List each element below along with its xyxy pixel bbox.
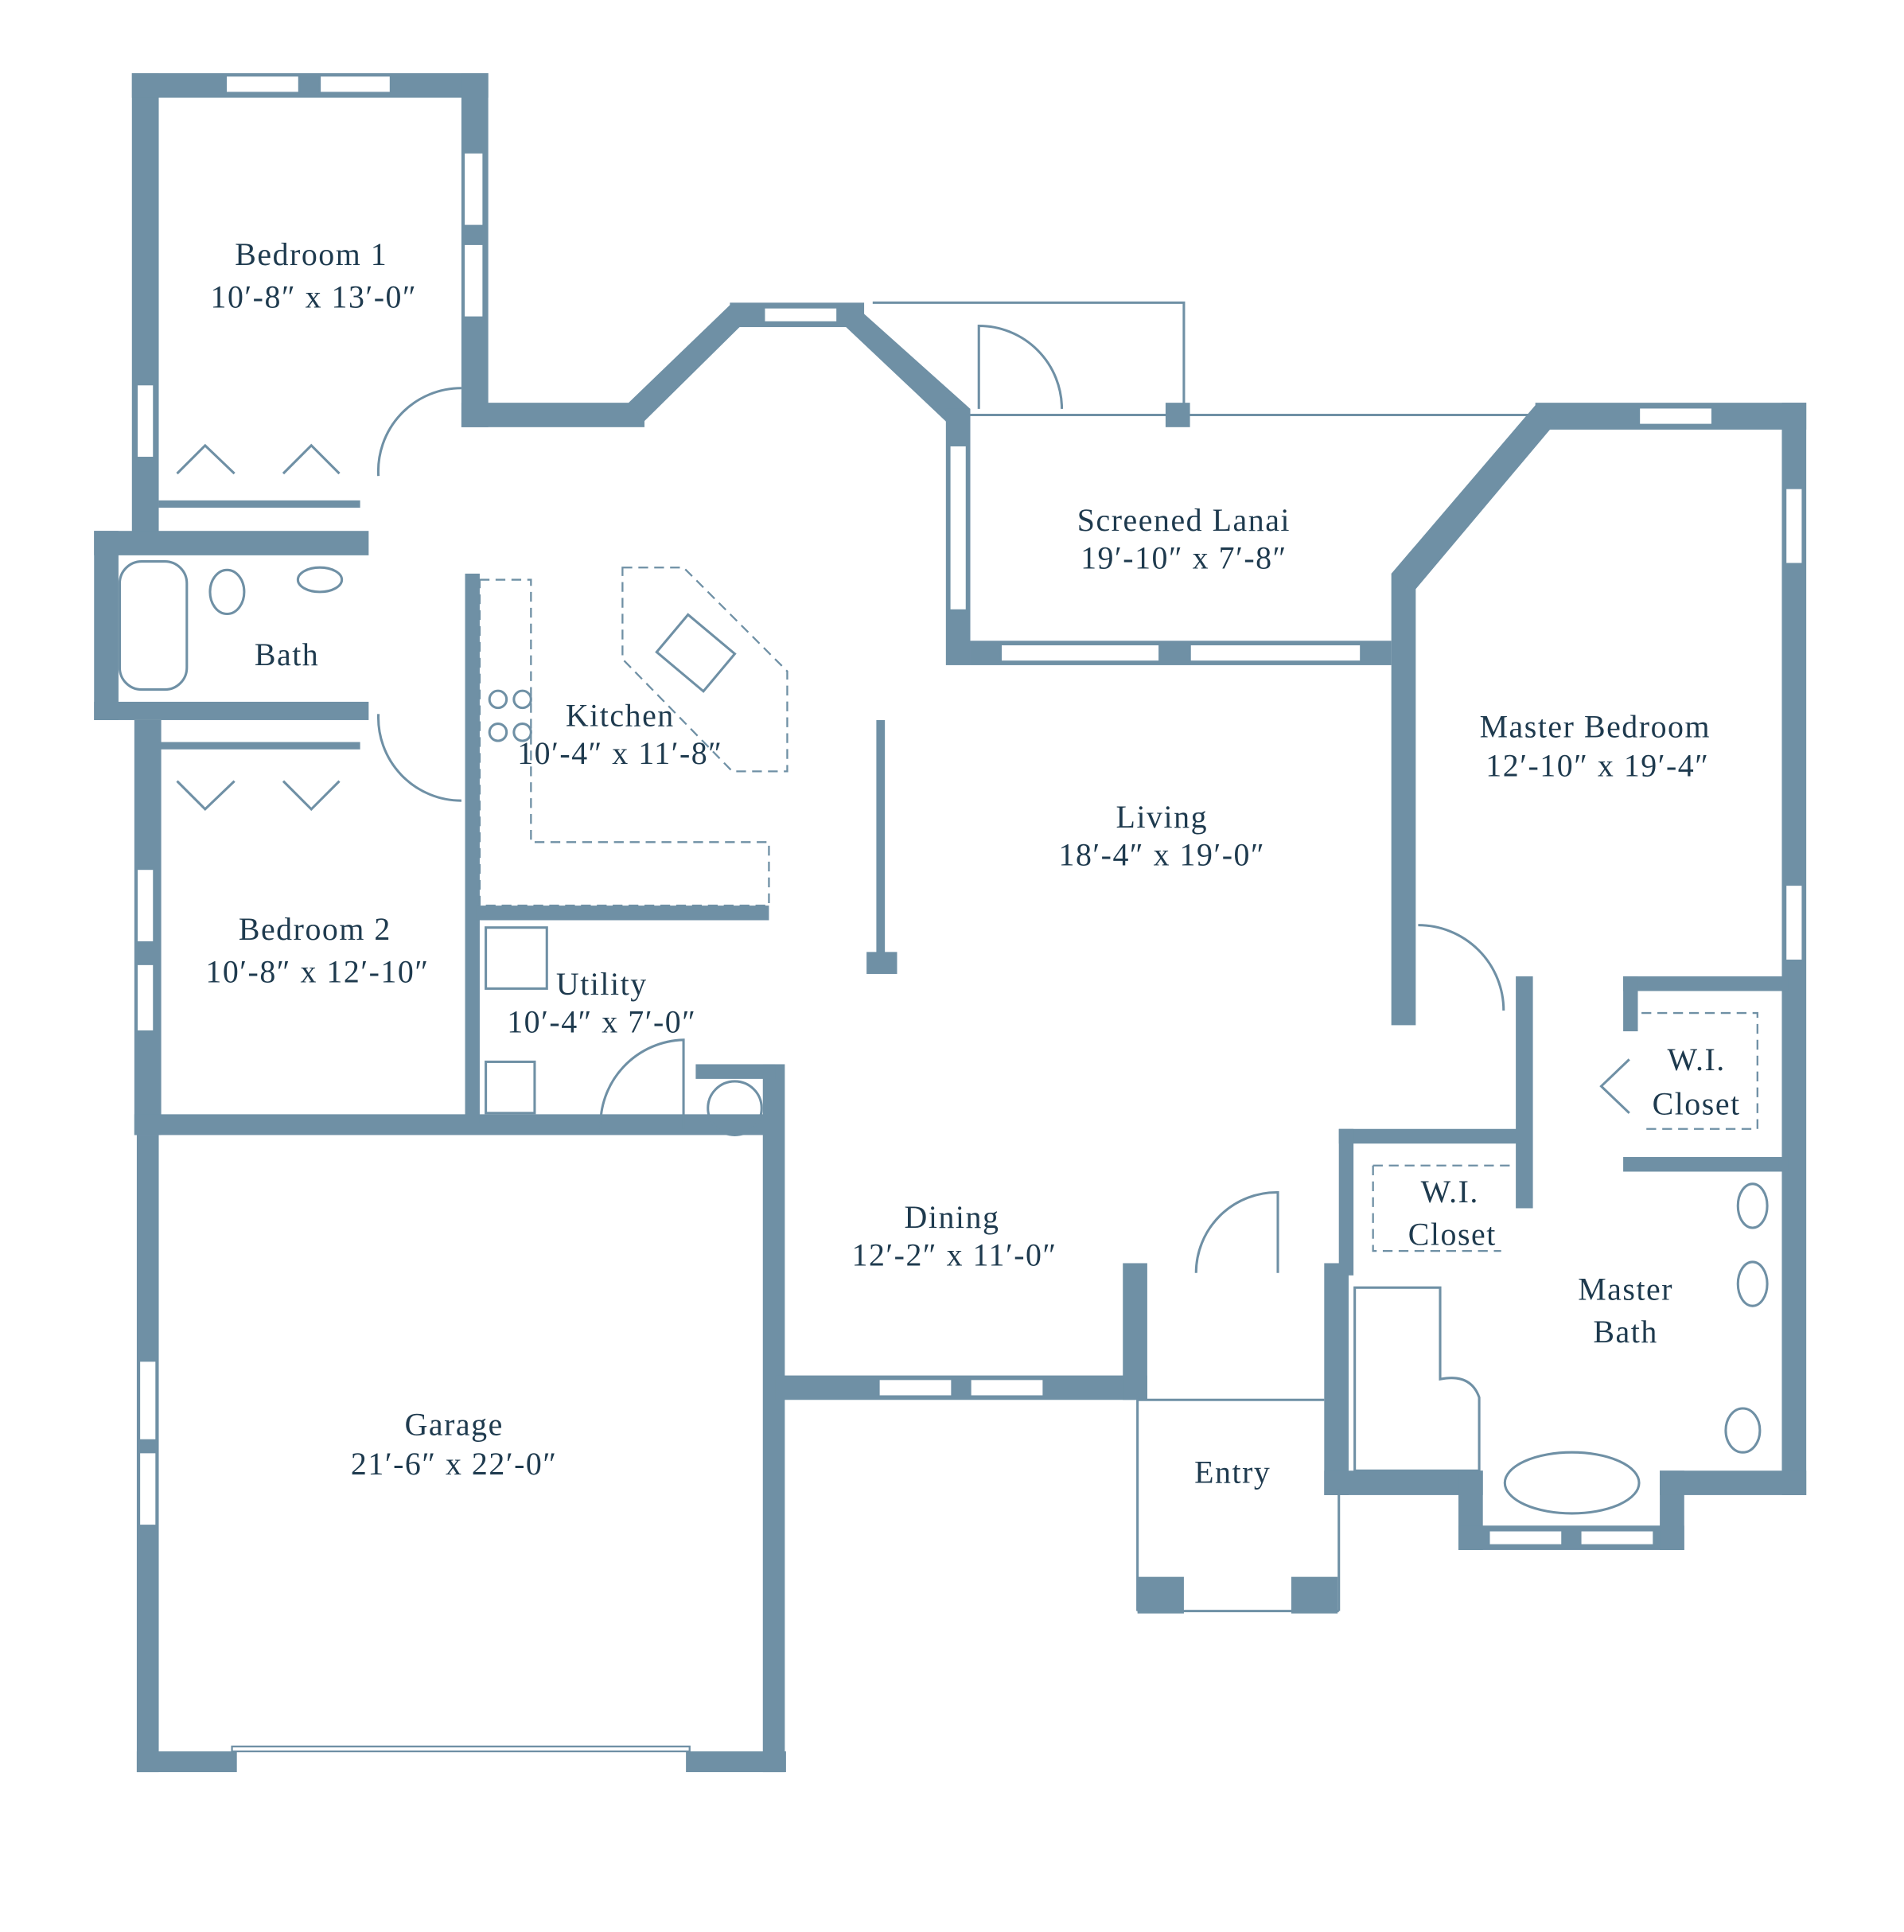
bath-label: Bath (255, 637, 319, 672)
garage-dims: 21′-6″ x 22′-0″ (351, 1446, 558, 1482)
bedroom-1-dims: 10′-8″ x 13′-0″ (211, 279, 418, 315)
dining-label: Dining (905, 1199, 1000, 1235)
kitchen-label: Kitchen (566, 698, 675, 734)
dining-dims: 12′-2″ x 11′-0″ (851, 1237, 1057, 1273)
living-dims: 18′-4″ x 19′-0″ (1058, 836, 1265, 872)
bedroom-1-label: Bedroom 1 (235, 236, 387, 272)
utility-dims: 10′-4″ x 7′-0″ (507, 1004, 696, 1040)
master-bedroom-dims: 12′-10″ x 19′-4″ (1485, 747, 1709, 783)
master-bedroom-label: Master Bedroom (1480, 708, 1711, 744)
utility-label: Utility (556, 966, 648, 1002)
wi-closet-2-line1: W.I. (1421, 1174, 1479, 1209)
lanai-label: Screened Lanai (1077, 502, 1291, 538)
master-bath-line2: Bath (1593, 1314, 1657, 1350)
living-label: Living (1116, 799, 1209, 835)
bedroom-2-dims: 10′-8″ x 12′-10″ (205, 954, 429, 990)
wi-closet-1-line2: Closet (1653, 1085, 1741, 1121)
garage-label: Garage (405, 1407, 504, 1443)
wi-closet-2-line2: Closet (1408, 1216, 1497, 1252)
master-bath-line1: Master (1578, 1271, 1673, 1307)
windows (135, 74, 1804, 1753)
walls (94, 73, 1807, 1773)
room-labels: Bedroom 1 10′-8″ x 13′-0″ Bath Bedroom 2… (205, 236, 1741, 1490)
wi-closet-1-line1: W.I. (1667, 1042, 1725, 1077)
kitchen-dims: 10′-4″ x 11′-8″ (517, 735, 722, 771)
entry-label: Entry (1194, 1455, 1271, 1490)
lanai-dims: 19′-10″ x 7′-8″ (1080, 540, 1287, 576)
fixtures-doors (118, 301, 1769, 1613)
bedroom-2-label: Bedroom 2 (239, 911, 391, 947)
